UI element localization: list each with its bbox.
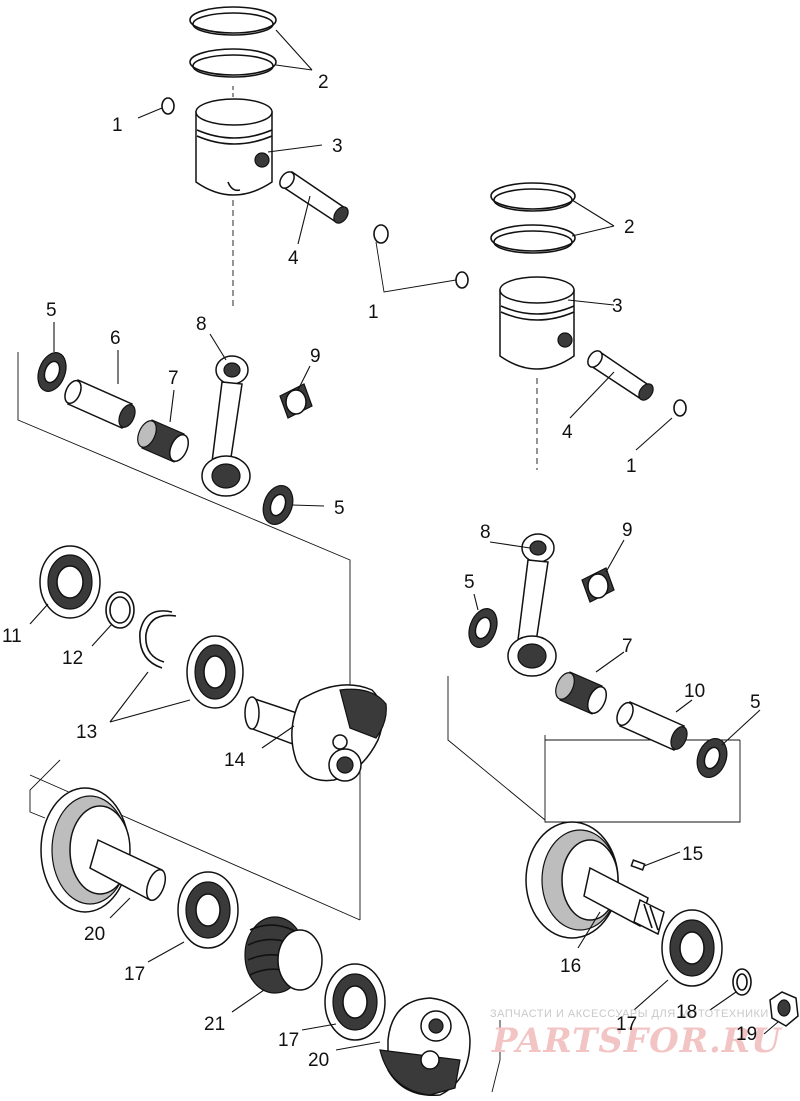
thrust-washer-left-top bbox=[37, 352, 67, 392]
seal-ring-12 bbox=[105, 591, 135, 629]
watermark-site: PARTSFOR.RU bbox=[491, 1021, 783, 1061]
callout-2: 2 bbox=[318, 72, 329, 93]
needle-bearing-9-left bbox=[279, 383, 313, 419]
callout-5: 5 bbox=[464, 572, 475, 593]
piston-left bbox=[195, 98, 273, 196]
callout-17: 17 bbox=[124, 964, 145, 985]
piston-rings-right bbox=[490, 182, 576, 254]
callout-8: 8 bbox=[480, 522, 491, 543]
callout-15: 15 bbox=[682, 844, 703, 865]
callout-13: 13 bbox=[76, 722, 97, 743]
callout-20: 20 bbox=[84, 924, 105, 945]
crank-half-20-left bbox=[379, 997, 471, 1097]
callout-1: 1 bbox=[626, 456, 637, 477]
washer-18 bbox=[732, 968, 752, 996]
callout-16: 16 bbox=[560, 956, 581, 977]
ball-bearing-11 bbox=[39, 545, 101, 619]
callout-14: 14 bbox=[224, 750, 246, 771]
leader-lines bbox=[29, 29, 779, 1051]
needle-bearing-7-right bbox=[555, 671, 608, 715]
crank-pin-10 bbox=[616, 701, 688, 751]
callout-2: 2 bbox=[624, 217, 635, 238]
ball-bearing-17a bbox=[177, 871, 239, 949]
callout-5: 5 bbox=[334, 498, 345, 519]
callout-20: 20 bbox=[308, 1050, 329, 1071]
crank-half-14 bbox=[244, 684, 387, 782]
callout-7: 7 bbox=[168, 368, 179, 389]
circlip-left-b bbox=[373, 224, 389, 244]
callout-1: 1 bbox=[112, 115, 123, 136]
needle-bearing-9-right bbox=[581, 567, 615, 603]
callout-labels: 1 2 3 4 2 1 3 5 6 7 8 9 5 4 1 8 9 5 7 10… bbox=[2, 72, 761, 1071]
callout-5: 5 bbox=[750, 692, 761, 713]
thrust-washer-right-top bbox=[468, 608, 498, 648]
ball-bearing-13 bbox=[186, 635, 244, 709]
callout-4: 4 bbox=[562, 422, 573, 443]
callout-19: 19 bbox=[736, 1024, 757, 1045]
crank-pin-6 bbox=[64, 379, 136, 429]
thrust-washer-left-bottom bbox=[262, 485, 294, 525]
ball-bearing-17c bbox=[661, 909, 723, 987]
callout-10: 10 bbox=[684, 681, 705, 702]
circlip-right-a bbox=[455, 271, 469, 289]
thrust-washer-right-bottom bbox=[696, 738, 728, 778]
woodruff-key-15 bbox=[630, 859, 646, 871]
circlip-right-b bbox=[673, 399, 687, 417]
frame-lines-right bbox=[447, 676, 741, 1093]
flywheel-20-left bbox=[40, 787, 167, 913]
callout-8: 8 bbox=[196, 314, 207, 335]
connecting-rod-left bbox=[201, 355, 251, 497]
callout-6: 6 bbox=[110, 328, 121, 349]
callout-17: 17 bbox=[278, 1030, 299, 1051]
piston-rings-left bbox=[189, 6, 277, 98]
circlip-left-a bbox=[161, 97, 175, 115]
labyrinth-seal-21 bbox=[244, 916, 323, 994]
wrist-pin-left bbox=[279, 170, 349, 224]
callout-18: 18 bbox=[676, 1002, 697, 1023]
piston-right bbox=[499, 276, 575, 370]
ball-bearing-17b bbox=[324, 963, 386, 1041]
callout-17: 17 bbox=[616, 1014, 637, 1035]
callout-12: 12 bbox=[62, 648, 83, 669]
callout-9: 9 bbox=[310, 346, 321, 367]
watermark-top-text: ЗАПЧАСТИ И АКСЕССУАРЫ ДЛЯ МОТОТЕХНИКИ bbox=[490, 1008, 769, 1020]
callout-5: 5 bbox=[46, 300, 57, 321]
crank-half-16 bbox=[525, 821, 665, 939]
callout-4: 4 bbox=[288, 248, 299, 269]
connecting-rod-right bbox=[507, 533, 557, 677]
callout-9: 9 bbox=[622, 520, 633, 541]
callout-3: 3 bbox=[612, 296, 623, 317]
callout-7: 7 bbox=[622, 636, 633, 657]
snap-ring-13 bbox=[139, 610, 177, 669]
nut-19 bbox=[769, 991, 799, 1027]
needle-bearing-7-left bbox=[137, 419, 190, 463]
callout-1: 1 bbox=[368, 302, 379, 323]
callout-3: 3 bbox=[332, 136, 343, 157]
callout-11: 11 bbox=[2, 626, 22, 647]
wrist-pin-right bbox=[587, 350, 654, 401]
callout-21: 21 bbox=[204, 1014, 225, 1035]
